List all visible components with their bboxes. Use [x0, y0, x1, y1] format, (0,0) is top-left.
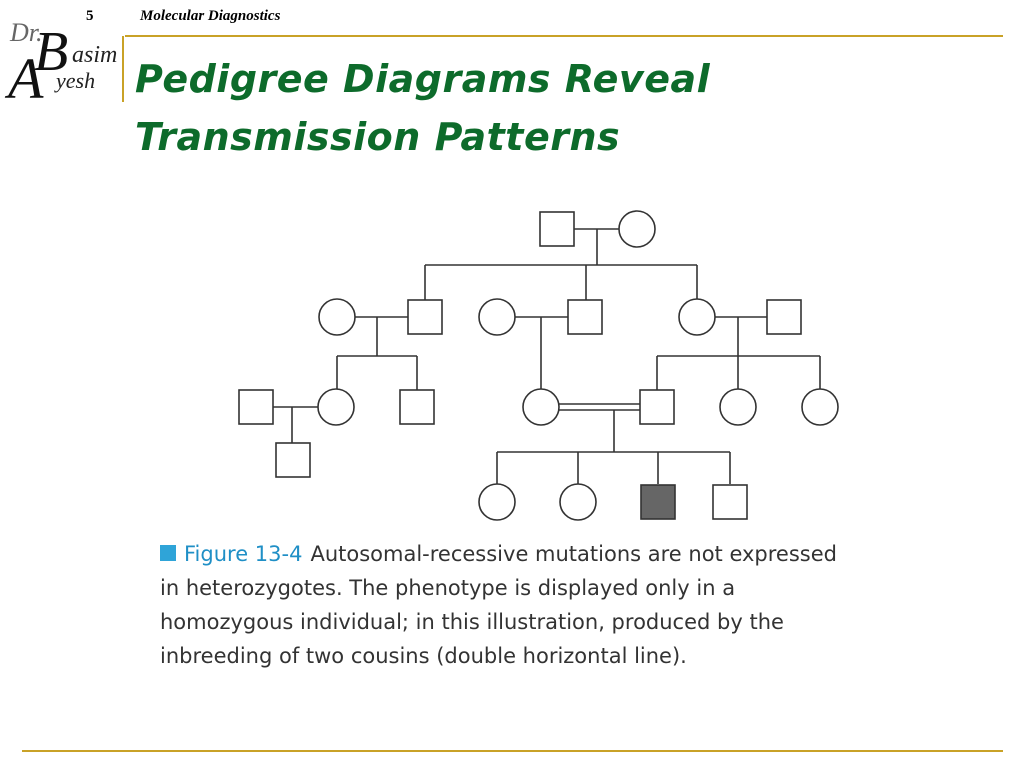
gen3-left-son [399, 389, 435, 425]
gen3-cousin-female [522, 388, 560, 426]
logo-yesh: yesh [56, 68, 96, 93]
gen3-right-daughter-2 [801, 388, 839, 426]
gen3-left-daughter [317, 388, 355, 426]
gen1-father [539, 211, 575, 247]
gen3-right-daughter-1 [719, 388, 757, 426]
logo-divider [122, 36, 124, 102]
course-title: Molecular Diagnostics [140, 8, 281, 24]
logo-initial-a: A [8, 46, 44, 111]
gen3-left-spouse [238, 389, 274, 425]
caption-bullet-icon [160, 545, 176, 561]
gen2-middle-son [567, 299, 603, 335]
logo-dr: Dr. [10, 18, 43, 47]
gen4-affected-son [640, 484, 676, 520]
author-logo: Dr. B asim A yesh [6, 14, 118, 108]
slide-title: Pedigree Diagrams Reveal Transmission Pa… [135, 57, 711, 159]
gen2-left-spouse [318, 298, 356, 336]
logo-asim: asim [72, 42, 118, 68]
gen4-son [712, 484, 748, 520]
slide-number: 5 [86, 8, 94, 24]
gen4-daughter-1 [478, 483, 516, 521]
figure-label: Figure 13-4 [184, 542, 303, 566]
gen2-middle-spouse [478, 298, 516, 336]
gen2-left-son [407, 299, 443, 335]
figure-caption-text: Autosomal-recessive mutations are not ex… [160, 542, 837, 668]
gen2-right-daughter [678, 298, 716, 336]
gen2-right-spouse [766, 299, 802, 335]
gen1-mother [618, 210, 656, 248]
footer-rule [22, 750, 1003, 752]
logo-initial-b: B [34, 21, 69, 83]
header-rule [125, 35, 1003, 37]
gen4-left-son [275, 442, 311, 478]
gen4-daughter-2 [559, 483, 597, 521]
gen3-cousin-male [639, 389, 675, 425]
